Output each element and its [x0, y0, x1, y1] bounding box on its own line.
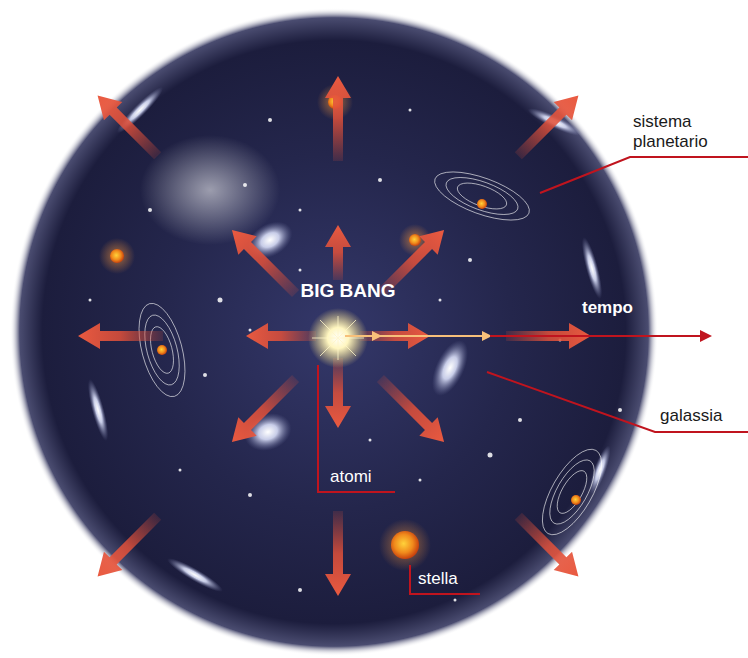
callout-label: atomi	[330, 467, 392, 487]
callout-label: sistema planetario	[633, 112, 743, 152]
axis-label: tempo	[582, 298, 672, 318]
event-label: BIG BANG	[278, 281, 418, 301]
callout-label: galassia	[660, 406, 744, 426]
callout-label: stella	[418, 569, 480, 589]
